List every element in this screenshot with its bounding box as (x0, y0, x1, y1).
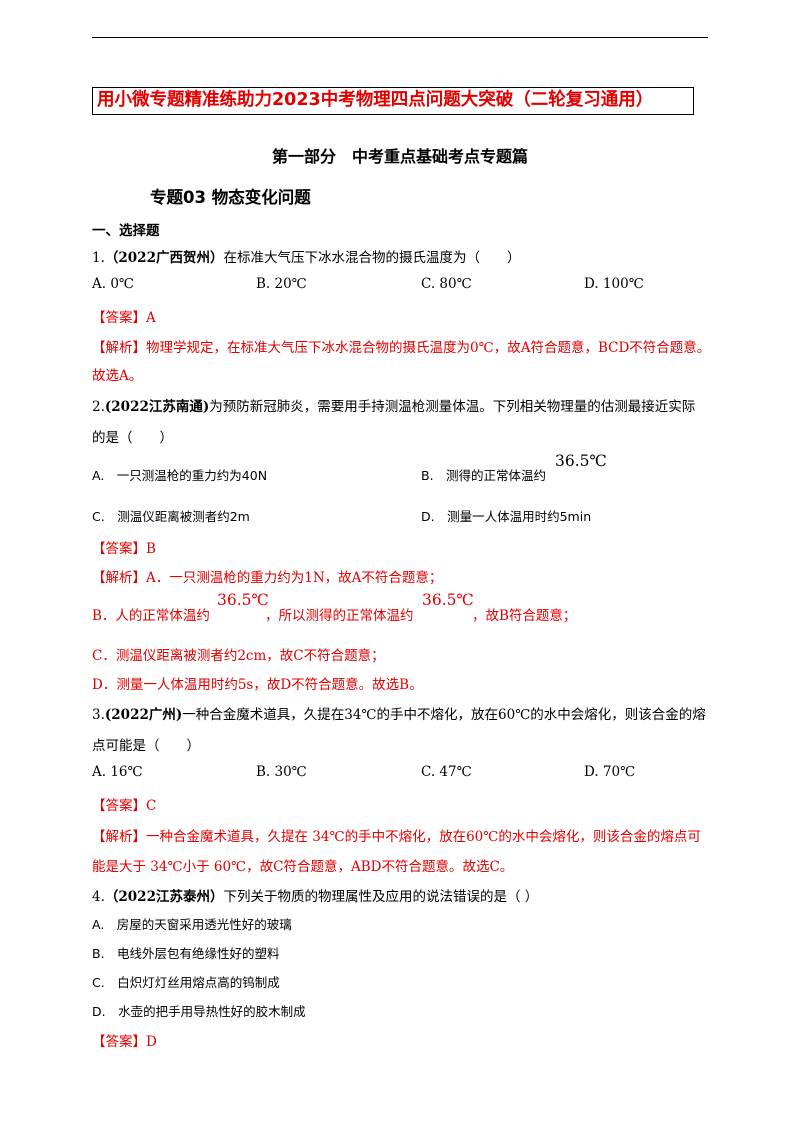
option-a: A. 16℃ (92, 764, 143, 780)
analysis-line: 故选A。 (92, 368, 143, 384)
option-d: D. 70℃ (584, 764, 636, 780)
answer-label: 【答案】D (92, 1034, 157, 1050)
analysis-tag: 【解析】 (92, 570, 146, 586)
analysis-line: 能是大于 34℃小于 60℃，故C符合题意，ABD不符合题意。故选C。 (92, 859, 514, 875)
question-text: 的是（ ） (92, 430, 173, 446)
question-source: (2022江苏南通) (104, 399, 210, 415)
option-d: D. 100℃ (584, 276, 644, 292)
option-b: B. 电线外层包有绝缘性好的塑料 (92, 946, 280, 961)
question-number: 4. (92, 889, 105, 905)
question-source: （2022江苏泰州） (104, 889, 224, 905)
topic-title: 专题03 物态变化问题 (150, 188, 311, 207)
analysis-tag: 【解析】 (92, 340, 146, 356)
analysis-text: 一种合金魔术道具，久提在 34℃的手中不熔化，放在60℃的水中会熔化，则该合金的… (146, 829, 701, 845)
section-title: 一、选择题 (92, 223, 160, 239)
option-c: C. 47℃ (421, 764, 472, 780)
option-b: B. 20℃ (256, 276, 307, 292)
option-b-value: 36.5℃ (555, 452, 607, 470)
question-text: 点可能是（ ） (92, 738, 200, 754)
analysis-b-part2: ，所以测得的正常体温约 (265, 608, 414, 624)
answer-label: 【答案】C (92, 798, 157, 814)
analysis-b-value-1: 36.5℃ (217, 591, 269, 609)
analysis-line: 【解析】A．一只测温枪的重力约为1N，故A不符合题意； (92, 566, 442, 586)
question-text: 在标准大气压下冰水混合物的摄氏温度为（ ） (223, 250, 521, 266)
header-rule (92, 37, 708, 38)
question-2-stem: 2.(2022江苏南通)为预防新冠肺炎，需要用手持测温枪测量体温。下列相关物理量… (92, 395, 695, 415)
option-a: A. 房屋的天窗采用透光性好的玻璃 (92, 917, 292, 932)
analysis-text: 物理学规定，在标准大气压下冰水混合物的摄氏温度为0℃，故A符合题意，BCD不符合… (146, 340, 711, 356)
option-a: A. 0℃ (92, 276, 135, 292)
answer-label: 【答案】B (92, 541, 156, 557)
question-3-stem: 3.(2022广州)一种合金魔术道具，久提在34℃的手中不熔化，放在60℃的水中… (92, 703, 706, 723)
question-number: 2. (92, 399, 105, 415)
question-text: 下列关于物质的物理属性及应用的说法错误的是（ ） (223, 889, 539, 905)
answer-label: 【答案】A (92, 310, 156, 326)
analysis-line: D．测量一人体温用时约5s，故D不符合题意。故选B。 (92, 677, 423, 693)
question-1-stem: 1.（2022广西贺州）在标准大气压下冰水混合物的摄氏温度为（ ） (92, 246, 520, 266)
option-c: C. 白炽灯灯丝用熔点高的钨制成 (92, 975, 280, 990)
part-title: 第一部分 中考重点基础考点专题篇 (272, 147, 529, 166)
question-source: （2022广西贺州） (104, 250, 224, 266)
analysis-tag: 【解析】 (92, 829, 146, 845)
option-d: D. 测量一人体温用时约5min (421, 509, 592, 524)
option-a: A. 一只测温枪的重力约为40N (92, 468, 268, 483)
question-source: (2022广州) (104, 707, 183, 723)
analysis-b-value-2: 36.5℃ (422, 591, 474, 609)
analysis-b-part3: ，故B符合题意； (472, 608, 577, 624)
question-number: 3. (92, 707, 105, 723)
question-number: 1. (92, 250, 105, 266)
analysis-line: 【解析】一种合金魔术道具，久提在 34℃的手中不熔化，放在60℃的水中会熔化，则… (92, 825, 701, 845)
analysis-line: C．测温仪距离被测者约2cm，故C不符合题意； (92, 648, 385, 664)
series-banner: 用小微专题精准练助力2023中考物理四点问题大突破（二轮复习通用） (92, 87, 694, 115)
question-4-stem: 4.（2022江苏泰州）下列关于物质的物理属性及应用的说法错误的是（ ） (92, 885, 538, 905)
analysis-b-part1: B．人的正常体温约 (92, 608, 210, 624)
question-text: 一种合金魔术道具，久提在34℃的手中不熔化，放在60℃的水中会熔化，则该合金的熔 (182, 707, 706, 723)
analysis-text: A．一只测温枪的重力约为1N，故A不符合题意； (146, 570, 443, 586)
option-c: C. 80℃ (421, 276, 472, 292)
question-text: 为预防新冠肺炎，需要用手持测温枪测量体温。下列相关物理量的估测最接近实际 (209, 399, 696, 415)
analysis-line: 【解析】物理学规定，在标准大气压下冰水混合物的摄氏温度为0℃，故A符合题意，BC… (92, 336, 710, 356)
option-b: B. 测得的正常体温约 (421, 468, 547, 483)
option-c: C. 测温仪距离被测者约2m (92, 509, 250, 524)
option-d: D. 水壶的把手用导热性好的胶木制成 (92, 1004, 306, 1019)
option-b: B. 30℃ (256, 764, 307, 780)
